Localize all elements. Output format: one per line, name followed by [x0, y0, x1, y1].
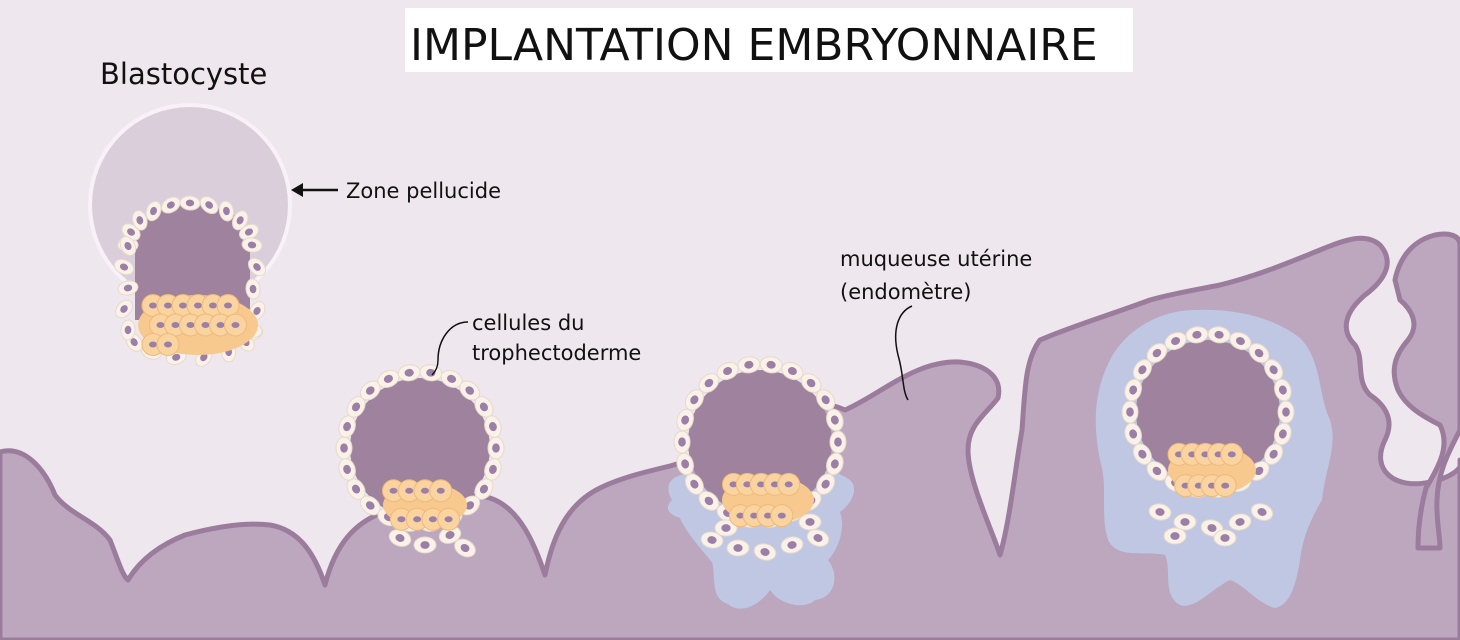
cell: [161, 196, 181, 214]
cell: [346, 396, 366, 418]
cell: [714, 519, 738, 537]
cell: [1274, 378, 1292, 402]
cell: [1207, 326, 1231, 344]
cell: [335, 436, 353, 460]
cell: [1132, 359, 1152, 381]
cell: [199, 196, 219, 215]
cell: [700, 531, 724, 549]
cell: [377, 369, 400, 388]
cell: [726, 539, 750, 557]
cell: [338, 458, 356, 481]
cell: [218, 200, 235, 222]
arrow-left-icon: [291, 183, 338, 197]
cell: [1250, 503, 1274, 521]
cell: [145, 200, 162, 222]
label-trophectoderme-line2: trophectoderme: [472, 341, 641, 365]
label-muqueuse-line1: muqueuse utérine: [840, 247, 1032, 271]
inner-cell-mass-2: [382, 479, 467, 531]
cell: [241, 237, 263, 253]
cell: [115, 299, 133, 319]
blastocoel-1: [135, 205, 250, 320]
cell: [231, 210, 249, 231]
cell: [179, 195, 201, 211]
cell: [1163, 527, 1187, 545]
cell: [753, 543, 777, 561]
cell: [338, 415, 356, 438]
cell: [474, 396, 494, 418]
cell: [484, 458, 502, 481]
cell: [673, 430, 691, 454]
label-trophectoderme-line1: cellules du: [472, 311, 584, 335]
cell: [737, 356, 761, 374]
cell: [388, 529, 412, 547]
label-zone-pellucide: Zone pellucide: [346, 179, 501, 203]
cell: [359, 380, 381, 401]
label-muqueuse-line2: (endomètre): [840, 280, 972, 304]
cell: [247, 257, 267, 277]
uterine-gland: [1391, 231, 1460, 551]
cell: [1229, 331, 1252, 351]
cell: [1277, 400, 1295, 424]
cell: [1148, 503, 1172, 521]
cell: [759, 356, 783, 374]
cell: [716, 361, 739, 381]
inner-cell-mass-4: [1167, 442, 1256, 498]
cell: [454, 538, 476, 558]
cell: [132, 210, 148, 231]
cell: [120, 319, 136, 341]
cell: [1228, 513, 1252, 531]
diagram-title: IMPLANTATION EMBRYONNAIRE: [410, 20, 1098, 71]
trophectoderm-cells-1: [113, 195, 267, 367]
label-blastocyste: Blastocyste: [100, 57, 267, 91]
cell: [816, 473, 836, 495]
cell: [780, 536, 804, 554]
cell: [484, 415, 502, 438]
cell: [113, 258, 135, 276]
inner-cell-mass-1: [138, 294, 258, 356]
cell: [676, 452, 694, 476]
cell: [1132, 443, 1152, 465]
cell: [1173, 513, 1197, 531]
cell: [781, 361, 804, 381]
cell: [245, 278, 261, 300]
leader-muqueuse: [894, 305, 913, 401]
cell: [698, 373, 720, 393]
leader-trophectoderme: [431, 321, 469, 376]
cell: [1264, 359, 1284, 381]
cell: [117, 280, 139, 296]
title-box: [405, 8, 1133, 72]
cell: [698, 491, 720, 511]
cell: [1274, 422, 1292, 446]
cell: [826, 452, 844, 476]
cell: [798, 513, 822, 531]
cell: [826, 408, 844, 432]
cell: [359, 495, 381, 516]
cell: [413, 536, 437, 554]
cell: [346, 478, 366, 500]
cell: [1213, 529, 1237, 547]
cell: [829, 430, 847, 454]
cell: [1121, 400, 1139, 424]
cell: [806, 529, 830, 547]
cell: [119, 236, 137, 256]
cell: [397, 364, 421, 382]
cell: [676, 408, 694, 432]
inner-cell-mass-3: [722, 472, 814, 528]
cell: [684, 389, 704, 411]
cell: [487, 436, 505, 460]
